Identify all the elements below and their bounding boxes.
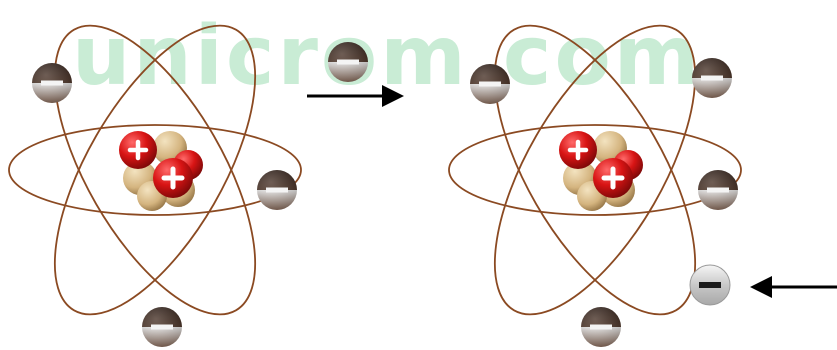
arrow-left-icon [750, 276, 837, 298]
electron-icon [142, 307, 182, 347]
added-electron-icon [690, 265, 730, 305]
electron-icon [692, 58, 732, 98]
electron-icon [470, 64, 510, 104]
electron-icon [581, 307, 621, 347]
electron-icon [32, 63, 72, 103]
electron-icon [698, 170, 738, 210]
nucleus [119, 131, 203, 211]
nucleus [559, 131, 643, 211]
electron-icon [257, 170, 297, 210]
electron-icon [328, 42, 368, 82]
